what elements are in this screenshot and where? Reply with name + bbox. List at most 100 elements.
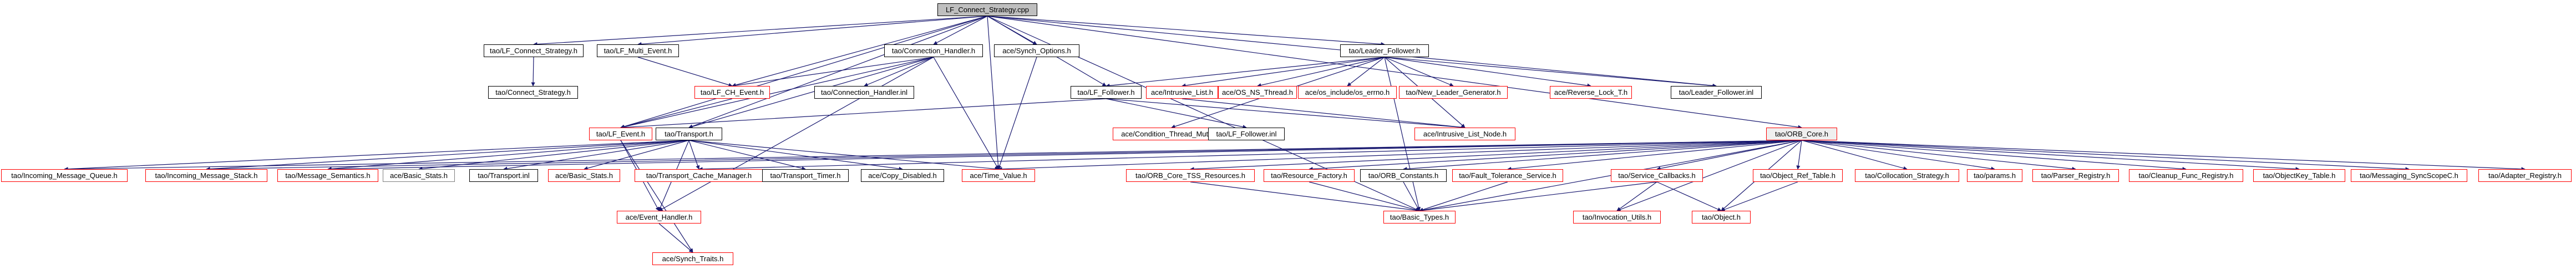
graph-node[interactable]: tao/Object_Ref_Table.h — [1753, 169, 1843, 182]
graph-edge — [1309, 181, 1420, 212]
graph-edge — [1257, 57, 1385, 88]
graph-node[interactable]: tao/Messaging_SyncScopeC.h — [2351, 169, 2467, 182]
graph-node[interactable]: tao/params.h — [1967, 169, 2022, 182]
graph-edge — [1384, 57, 1454, 87]
graph-edge — [64, 140, 1802, 171]
graph-node[interactable]: tao/Adapter_Registry.h — [2478, 169, 2572, 182]
graph-node[interactable]: tao/Basic_Types.h — [1383, 211, 1456, 224]
graph-node[interactable]: tao/Transport_Timer.h — [762, 169, 849, 182]
graph-edge — [1181, 98, 1466, 129]
graph-edge — [698, 140, 1802, 171]
graph-edge — [688, 140, 700, 170]
graph-edge — [688, 16, 988, 129]
graph-edge — [206, 140, 689, 171]
graph-edge — [1801, 140, 2526, 171]
graph-node[interactable]: ace/Event_Handler.h — [617, 211, 701, 224]
graph-edge — [1801, 140, 2187, 171]
graph-node[interactable]: tao/New_Leader_Generator.h — [1399, 86, 1508, 99]
graph-edge — [620, 16, 988, 129]
graph-node[interactable]: ace/Intrusive_List.h — [1146, 86, 1218, 99]
graph-node[interactable]: ace/os_include/os_errno.h — [1298, 86, 1397, 99]
graph-node[interactable]: ace/Basic_Stats.h — [383, 169, 455, 182]
graph-edge — [998, 140, 1802, 171]
graph-node[interactable]: tao/Collocation_Strategy.h — [1855, 169, 1959, 182]
graph-node[interactable]: ace/Condition_Thread_Mutex.h — [1113, 128, 1230, 140]
graph-node[interactable]: tao/Service_Callbacks.h — [1611, 169, 1703, 182]
graph-edge — [1419, 181, 1657, 212]
graph-node[interactable]: LF_Connect_Strategy.cpp — [937, 3, 1037, 16]
graph-node[interactable]: ace/Synch_Options.h — [994, 44, 1079, 57]
graph-edge — [620, 140, 693, 253]
graph-edge — [327, 140, 689, 171]
graph-node[interactable]: ace/Reverse_Lock_T.h — [1550, 86, 1632, 99]
graph-edge — [1801, 140, 2410, 171]
graph-node[interactable]: ace/Intrusive_List_Node.h — [1414, 128, 1515, 140]
graph-node[interactable]: ace/OS_NS_Thread.h — [1218, 86, 1297, 99]
graph-edge — [1181, 57, 1385, 88]
graph-node[interactable]: tao/LF_Follower.h — [1071, 86, 1142, 99]
graph-node[interactable]: tao/LF_Connect_Strategy.h — [484, 44, 584, 57]
graph-edge — [1384, 57, 1717, 88]
graph-node[interactable]: tao/Invocation_Utils.h — [1573, 211, 1661, 224]
graph-edge — [1656, 181, 1722, 211]
graph-edge — [1309, 140, 1802, 171]
graph-edge — [1403, 140, 1802, 171]
graph-node[interactable]: tao/Connection_Handler.inl — [814, 86, 914, 99]
graph-node[interactable]: tao/Fault_Tolerance_Service.h — [1452, 169, 1563, 182]
graph-edge — [933, 57, 999, 170]
graph-edge — [1616, 181, 1657, 211]
graph-edge — [1801, 140, 2076, 171]
graph-edge — [637, 57, 733, 87]
graph-edge — [1190, 140, 1802, 171]
graph-edge — [658, 223, 693, 253]
graph-node[interactable]: ace/Copy_Disabled.h — [861, 169, 944, 182]
graph-edge — [1106, 98, 1466, 130]
graph-node[interactable]: tao/Transport_Cache_Manager.h — [635, 169, 763, 182]
graph-node[interactable]: tao/Object.h — [1692, 211, 1751, 224]
graph-edge — [987, 16, 1037, 45]
graph-node[interactable]: ace/Time_Value.h — [962, 169, 1035, 182]
graph-edge — [864, 57, 934, 87]
graph-edge — [1106, 57, 1385, 88]
graph-edge — [1801, 140, 1908, 170]
graph-edge — [997, 57, 1037, 170]
graph-node[interactable]: tao/Cleanup_Func_Registry.h — [2129, 169, 2243, 182]
graph-node[interactable]: tao/Incoming_Message_Stack.h — [145, 169, 267, 182]
graph-edge — [1419, 181, 1508, 212]
graph-node[interactable]: ace/Synch_Traits.h — [652, 252, 733, 265]
graph-node[interactable]: tao/Resource_Factory.h — [1264, 169, 1355, 182]
graph-edge — [64, 140, 689, 171]
graph-edge — [418, 140, 689, 171]
graph-edge — [1721, 181, 1798, 212]
graph-node[interactable]: tao/Connect_Strategy.h — [488, 86, 578, 99]
graph-node[interactable]: tao/LF_Event.h — [589, 128, 652, 140]
graph-node[interactable]: ace/Basic_Stats.h — [548, 169, 620, 182]
graph-node[interactable]: tao/Transport.h — [656, 128, 722, 140]
graph-node[interactable]: tao/Connection_Handler.h — [884, 44, 983, 57]
graph-node[interactable]: tao/ObjectKey_Table.h — [2253, 169, 2345, 182]
graph-edge — [206, 140, 1802, 171]
graph-edge — [732, 57, 934, 88]
graph-node[interactable]: tao/Leader_Follower.h — [1340, 44, 1429, 57]
graph-edge — [620, 98, 1107, 130]
graph-node[interactable]: tao/ORB_Constants.h — [1360, 169, 1447, 182]
graph-edge — [533, 16, 988, 47]
graph-edge — [987, 16, 1802, 129]
graph-edge — [1347, 57, 1385, 87]
graph-node[interactable]: tao/Parser_Registry.h — [2032, 169, 2119, 182]
graph-node[interactable]: tao/LF_CH_Event.h — [694, 86, 770, 99]
graph-node[interactable]: tao/LF_Follower.inl — [1208, 128, 1285, 140]
graph-node[interactable]: tao/Incoming_Message_Queue.h — [1, 169, 128, 182]
graph-node[interactable]: tao/Leader_Follower.inl — [1671, 86, 1762, 99]
graph-node[interactable]: tao/ORB_Core_TSS_Resources.h — [1126, 169, 1255, 182]
graph-node[interactable]: tao/LF_Multi_Event.h — [597, 44, 679, 57]
graph-edge — [1106, 98, 1247, 129]
graph-edge — [620, 98, 733, 129]
graph-edge — [987, 16, 1001, 170]
graph-edge — [1801, 140, 2300, 171]
graph-node[interactable]: tao/ORB_Core.h — [1766, 128, 1837, 140]
graph-node[interactable]: tao/Transport.inl — [469, 169, 538, 182]
graph-edge — [688, 140, 806, 170]
graph-node[interactable]: tao/Message_Semantics.h — [277, 169, 378, 182]
